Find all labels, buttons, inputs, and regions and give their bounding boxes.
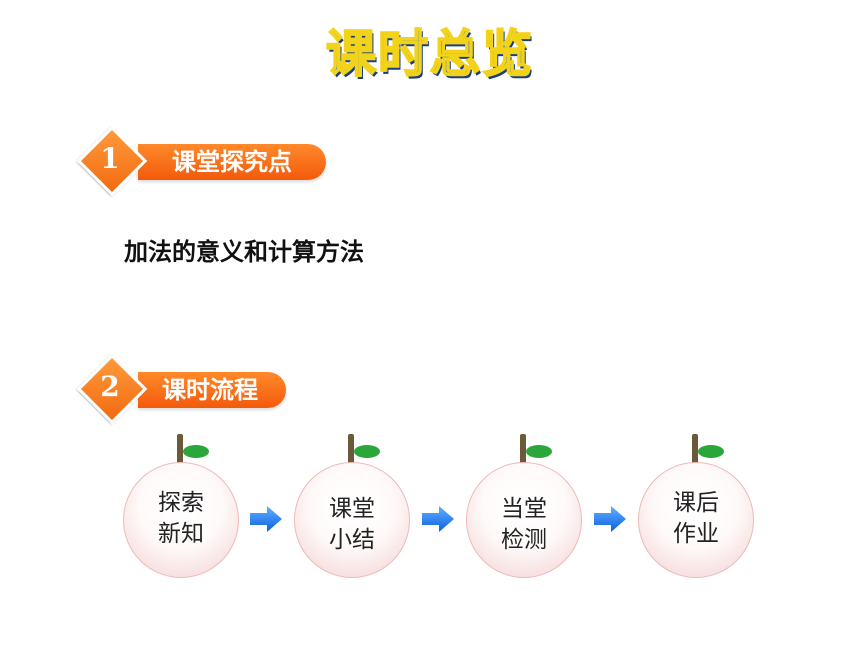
number-badge: 2	[76, 353, 148, 425]
apple-icon	[294, 462, 410, 578]
section-label: 课时流程	[162, 376, 258, 404]
flow-step-line2: 小结	[329, 527, 375, 553]
stem-icon	[177, 434, 183, 464]
leaf-icon	[354, 445, 380, 458]
section-header-1: 课堂探究点 1	[76, 125, 348, 197]
flow-step-label: 当堂 检测	[466, 494, 582, 556]
number-badge: 1	[76, 125, 148, 197]
section-banner	[138, 144, 326, 180]
stem-icon	[692, 434, 698, 464]
apple-icon	[638, 462, 754, 578]
flow-step-line2: 检测	[501, 527, 547, 553]
flow-step-label: 课后 作业	[638, 488, 754, 550]
flow-step-line1: 课堂	[329, 496, 375, 522]
arrow-right-icon	[250, 506, 282, 532]
arrow-right-icon	[422, 506, 454, 532]
flow-step-line1: 探索	[158, 490, 204, 516]
leaf-icon	[526, 445, 552, 458]
flow-step-homework: 课后 作业	[636, 434, 756, 584]
flow-step-line2: 新知	[158, 521, 204, 547]
arrow-right-icon	[594, 506, 626, 532]
section-banner	[138, 372, 286, 408]
section-number: 2	[100, 370, 120, 403]
section-topic: 加法的意义和计算方法	[124, 238, 364, 266]
leaf-icon	[698, 445, 724, 458]
flow-step-line2: 作业	[673, 521, 719, 547]
flow-step-line1: 当堂	[501, 496, 547, 522]
stem-icon	[348, 434, 354, 464]
flow-step-explore: 探索 新知	[121, 434, 241, 584]
section-number: 1	[100, 142, 120, 175]
flow-step-label: 探索 新知	[123, 488, 239, 550]
flow-step-label: 课堂 小结	[294, 494, 410, 556]
page-title: 课时总览	[325, 24, 534, 84]
apple-icon	[123, 462, 239, 578]
flow-step-summary: 课堂 小结	[292, 434, 412, 584]
apple-icon	[466, 462, 582, 578]
flow-step-line1: 课后	[673, 490, 719, 516]
leaf-icon	[183, 445, 209, 458]
flow-step-test: 当堂 检测	[464, 434, 584, 584]
section-header-2: 课时流程 2	[76, 353, 308, 425]
section-label: 课堂探究点	[172, 148, 292, 176]
stem-icon	[520, 434, 526, 464]
